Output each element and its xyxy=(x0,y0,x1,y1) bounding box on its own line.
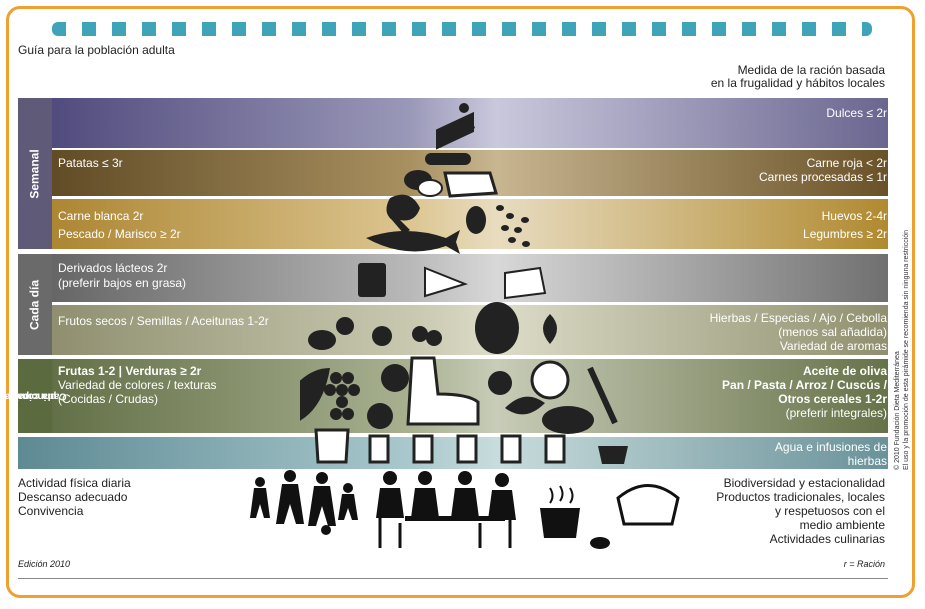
band-lacteos xyxy=(18,254,888,302)
walnut-icon xyxy=(308,330,336,350)
row-frutas-2: Variedad de colores / texturas xyxy=(58,378,217,392)
row-hierbas-2: (menos sal añadida) xyxy=(778,325,887,339)
basket-icon xyxy=(616,484,680,526)
band-frutos-secos xyxy=(18,305,888,355)
row-aceite-3: Otros cereales 1-2r xyxy=(778,392,887,406)
orange-slice-icon xyxy=(367,403,393,429)
row-carne-blanca: Carne blanca 2r xyxy=(58,209,144,223)
water-jug-icon xyxy=(314,428,350,464)
footer-right-4: medio ambiente xyxy=(799,518,885,532)
row-lacteos-2: (preferir bajos en grasa) xyxy=(58,276,187,290)
footer-right-5: Actividades culinarias xyxy=(769,532,885,546)
watermelon-icon xyxy=(300,368,330,421)
row-agua-1: Agua e infusiones de xyxy=(774,440,887,454)
spinach-icon xyxy=(505,396,545,415)
cake-icon xyxy=(436,103,475,150)
footer-left-3: Convivencia xyxy=(18,504,84,518)
row-legumbres: Legumbres ≥ 2r xyxy=(803,227,887,241)
row-carnes-procesadas: Carnes procesadas ≤ 1r xyxy=(759,170,887,184)
edition-label: Edición 2010 xyxy=(18,559,71,569)
cooking-pot-icon xyxy=(540,508,580,538)
footer-right-2: Productos tradicionales, locales xyxy=(716,490,885,504)
bread-icon xyxy=(542,406,594,434)
people-activity-icon xyxy=(250,470,358,535)
yogurt-icon xyxy=(358,263,386,297)
artichoke-icon xyxy=(488,371,512,395)
row-aceite-4: (preferir integrales) xyxy=(785,406,887,420)
cabbage-icon xyxy=(530,360,570,400)
footer-right-1: Biodiversidad y estacionalidad xyxy=(723,476,885,490)
pyramid-frame xyxy=(6,6,915,598)
sausage-icon xyxy=(425,153,471,165)
wheat-icon xyxy=(587,366,618,425)
row-dulces: Dulces ≤ 2r xyxy=(826,106,887,120)
row-hierbas-1: Hierbas / Especias / Ajo / Cebolla xyxy=(709,311,887,325)
apple-icon xyxy=(381,364,409,392)
pyramid-food-illustrations xyxy=(300,103,628,464)
row-aceite-2: Pan / Pasta / Arroz / Cuscús / xyxy=(722,378,887,392)
copyright-note: © 2010 Fundación Dieta Mediterránea El u… xyxy=(894,229,910,470)
row-frutos-secos: Frutos secos / Semillas / Aceitunas 1-2r xyxy=(58,314,269,328)
chicken-leg-icon xyxy=(386,194,420,234)
egg-icon xyxy=(466,206,486,234)
sidebar-cada-dia: Cada día xyxy=(18,254,52,355)
water-glass-icons xyxy=(368,434,566,464)
footer-divider xyxy=(18,578,888,579)
olive-oil-jug-icon xyxy=(406,356,480,426)
footer-left-1: Actividad física diaria xyxy=(18,476,131,490)
herb-icon xyxy=(372,326,392,346)
meat-icon xyxy=(443,171,498,198)
ration-legend: r = Ración xyxy=(843,559,885,569)
title-banner xyxy=(52,22,872,36)
onion-icon xyxy=(475,302,519,354)
subtitle-right-2: en la frugalidad y hábitos locales xyxy=(710,76,885,90)
nut-icon xyxy=(336,317,354,335)
row-patatas: Patatas ≤ 3r xyxy=(58,156,123,170)
garlic-icon xyxy=(543,314,557,344)
row-agua-2: hierbas xyxy=(847,454,887,468)
footer-right-3: y respetuosos con el xyxy=(774,504,885,518)
footer-left-2: Descanso adecuado xyxy=(18,490,128,504)
olive-icon xyxy=(412,326,428,342)
tea-cup-icon xyxy=(598,446,628,464)
mushroom-icon xyxy=(590,537,610,549)
subtitle-left: Guía para la población adulta xyxy=(18,43,175,57)
row-pescado: Pescado / Marisco ≥ 2r xyxy=(58,227,181,241)
row-lacteos-1: Derivados lácteos 2r xyxy=(58,261,168,275)
grapes-icon xyxy=(324,372,360,420)
row-aceite-1: Aceite de oliva xyxy=(802,364,887,378)
row-hierbas-3: Variedad de aromas xyxy=(779,339,887,353)
row-huevos: Huevos 2-4r xyxy=(821,209,887,223)
fish-icon xyxy=(366,230,460,254)
row-frutas-3: (Cocidas / Crudas) xyxy=(58,392,159,406)
band-agua xyxy=(18,437,888,469)
footer-illustrations xyxy=(250,470,680,549)
row-carne-roja: Carne roja < 2r xyxy=(806,156,887,170)
people-dining-icon xyxy=(376,471,516,548)
cheese-icon xyxy=(424,266,469,298)
row-frutas-1: Frutas 1-2 | Verduras ≥ 2r xyxy=(58,364,202,378)
beans-icon xyxy=(496,205,530,247)
sidebar-semanal: Semanal xyxy=(18,98,52,249)
subtitle-right-1: Medida de la ración basada xyxy=(737,63,885,77)
